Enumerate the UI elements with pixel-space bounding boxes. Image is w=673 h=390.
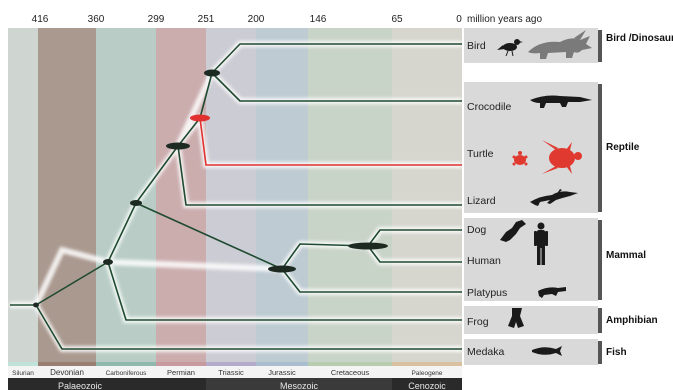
band-permian xyxy=(156,28,206,362)
group-label-amphibian: Amphibian xyxy=(606,315,658,326)
taxon-label-turtle: Turtle xyxy=(467,148,494,160)
taxon-label-platypus: Platypus xyxy=(467,287,507,299)
taxon-label-crocodile: Crocodile xyxy=(467,101,512,113)
node-archosaur xyxy=(204,69,220,77)
taxon-panels xyxy=(464,28,598,365)
panel-fish xyxy=(464,339,598,365)
bird-silhouette-icon xyxy=(497,39,523,57)
fish-silhouette-icon xyxy=(532,346,562,356)
strip-permian xyxy=(156,362,206,366)
era-bar: Palaeozoic Mesozoic Cenozoic xyxy=(8,378,462,390)
period-label-bar xyxy=(8,366,462,378)
lizard-silhouette-icon xyxy=(530,189,578,206)
panel-reptile xyxy=(464,82,598,213)
dinosaur-silhouette-icon xyxy=(528,30,592,59)
platypus-silhouette-icon xyxy=(538,287,566,298)
period-label: Permian xyxy=(167,368,195,377)
period-bands xyxy=(38,28,462,362)
band-jurassic xyxy=(256,28,308,362)
strip-triassic xyxy=(206,362,256,366)
branch-platypus xyxy=(281,268,462,293)
taxon-label-medaka: Medaka xyxy=(467,346,505,358)
tick-label: 299 xyxy=(148,14,165,25)
taxon-label-lizard: Lizard xyxy=(467,195,496,207)
node-therian xyxy=(348,242,388,250)
period-strip: Silurian Devonian Carboniferous Permian … xyxy=(8,362,462,378)
strip-paleogene xyxy=(392,362,462,366)
branch-mammal-stem xyxy=(135,202,283,270)
period-label: Paleogene xyxy=(411,370,442,377)
era-label: Cenozoic xyxy=(408,381,446,390)
band-paleogene xyxy=(392,28,462,362)
strip-cretaceous xyxy=(308,362,392,366)
branch-dog xyxy=(367,229,462,247)
branch-crocodile xyxy=(211,72,462,102)
period-label: Triassic xyxy=(218,368,244,377)
taxon-label-bird: Bird xyxy=(467,40,486,52)
branch-frog xyxy=(107,261,462,321)
time-axis: 416 360 299 251 200 146 65 0 million yea… xyxy=(32,14,543,25)
tick-label: 0 xyxy=(456,14,462,25)
branch-therian xyxy=(281,243,369,270)
strip-devonian xyxy=(38,362,96,366)
taxon-label-human: Human xyxy=(467,255,501,267)
band-triassic xyxy=(206,28,256,362)
tick-label: 65 xyxy=(391,14,403,25)
band-cretaceous xyxy=(308,28,392,362)
branch-bird xyxy=(211,43,462,74)
divergence-nodes xyxy=(33,69,388,308)
dog-silhouette-icon xyxy=(500,220,526,242)
strip-carboniferous xyxy=(96,362,156,366)
era-label: Mesozoic xyxy=(280,381,319,390)
branch-amniote xyxy=(107,202,137,263)
branch-tetrapod xyxy=(35,261,109,306)
branch-lizard xyxy=(177,145,462,206)
node-reptile xyxy=(166,142,190,150)
group-label-reptile: Reptile xyxy=(606,142,640,153)
branch-medaka xyxy=(35,304,462,350)
tick-label: 360 xyxy=(88,14,105,25)
human-silhouette-icon xyxy=(534,222,548,265)
crocodile-silhouette-icon xyxy=(530,95,592,108)
node-root xyxy=(33,302,39,308)
group-label-bird-dinosaur: Bird /Dinosaur xyxy=(606,33,673,44)
period-label: Cretaceous xyxy=(331,368,370,377)
band-carboniferous xyxy=(96,28,156,362)
taxon-label-frog: Frog xyxy=(467,316,489,328)
frog-silhouette-icon xyxy=(508,308,524,328)
strip-jurassic xyxy=(256,362,308,366)
silhouettes xyxy=(497,30,592,356)
group-label-fish: Fish xyxy=(606,347,627,358)
tick-label: 146 xyxy=(310,14,327,25)
era-mesozoic-bg xyxy=(206,378,392,390)
axis-unit-label: million years ago xyxy=(467,14,542,25)
node-tetrapod xyxy=(103,259,113,265)
tick-label: 416 xyxy=(32,14,49,25)
strip-silurian xyxy=(8,362,38,366)
branch-human xyxy=(367,245,462,263)
branch-turtle xyxy=(199,117,462,166)
sea-turtle-icon xyxy=(542,140,582,174)
tick-label: 200 xyxy=(248,14,265,25)
node-mammal xyxy=(268,265,296,273)
period-label: Devonian xyxy=(50,368,84,377)
taxon-label-dog: Dog xyxy=(467,224,486,236)
panel-amphibian xyxy=(464,306,598,334)
panel-mammal xyxy=(464,218,598,301)
node-amniote xyxy=(130,200,142,206)
group-label-mammal: Mammal xyxy=(606,250,646,261)
group-labels: Bird /Dinosaur Reptile Mammal Amphibian … xyxy=(606,33,673,358)
period-label: Jurassic xyxy=(268,368,296,377)
era-label: Palaeozoic xyxy=(58,381,103,390)
small-turtle-icon xyxy=(512,151,528,166)
taxon-labels: Bird Crocodile Turtle Lizard Dog Human P… xyxy=(467,40,512,358)
tick-label: 251 xyxy=(198,14,215,25)
branch-reptile-stem xyxy=(135,145,179,204)
node-turtle-divergence xyxy=(190,114,210,122)
band-devonian xyxy=(38,28,96,362)
period-label: Silurian xyxy=(12,370,34,377)
period-label: Carboniferous xyxy=(106,370,148,377)
